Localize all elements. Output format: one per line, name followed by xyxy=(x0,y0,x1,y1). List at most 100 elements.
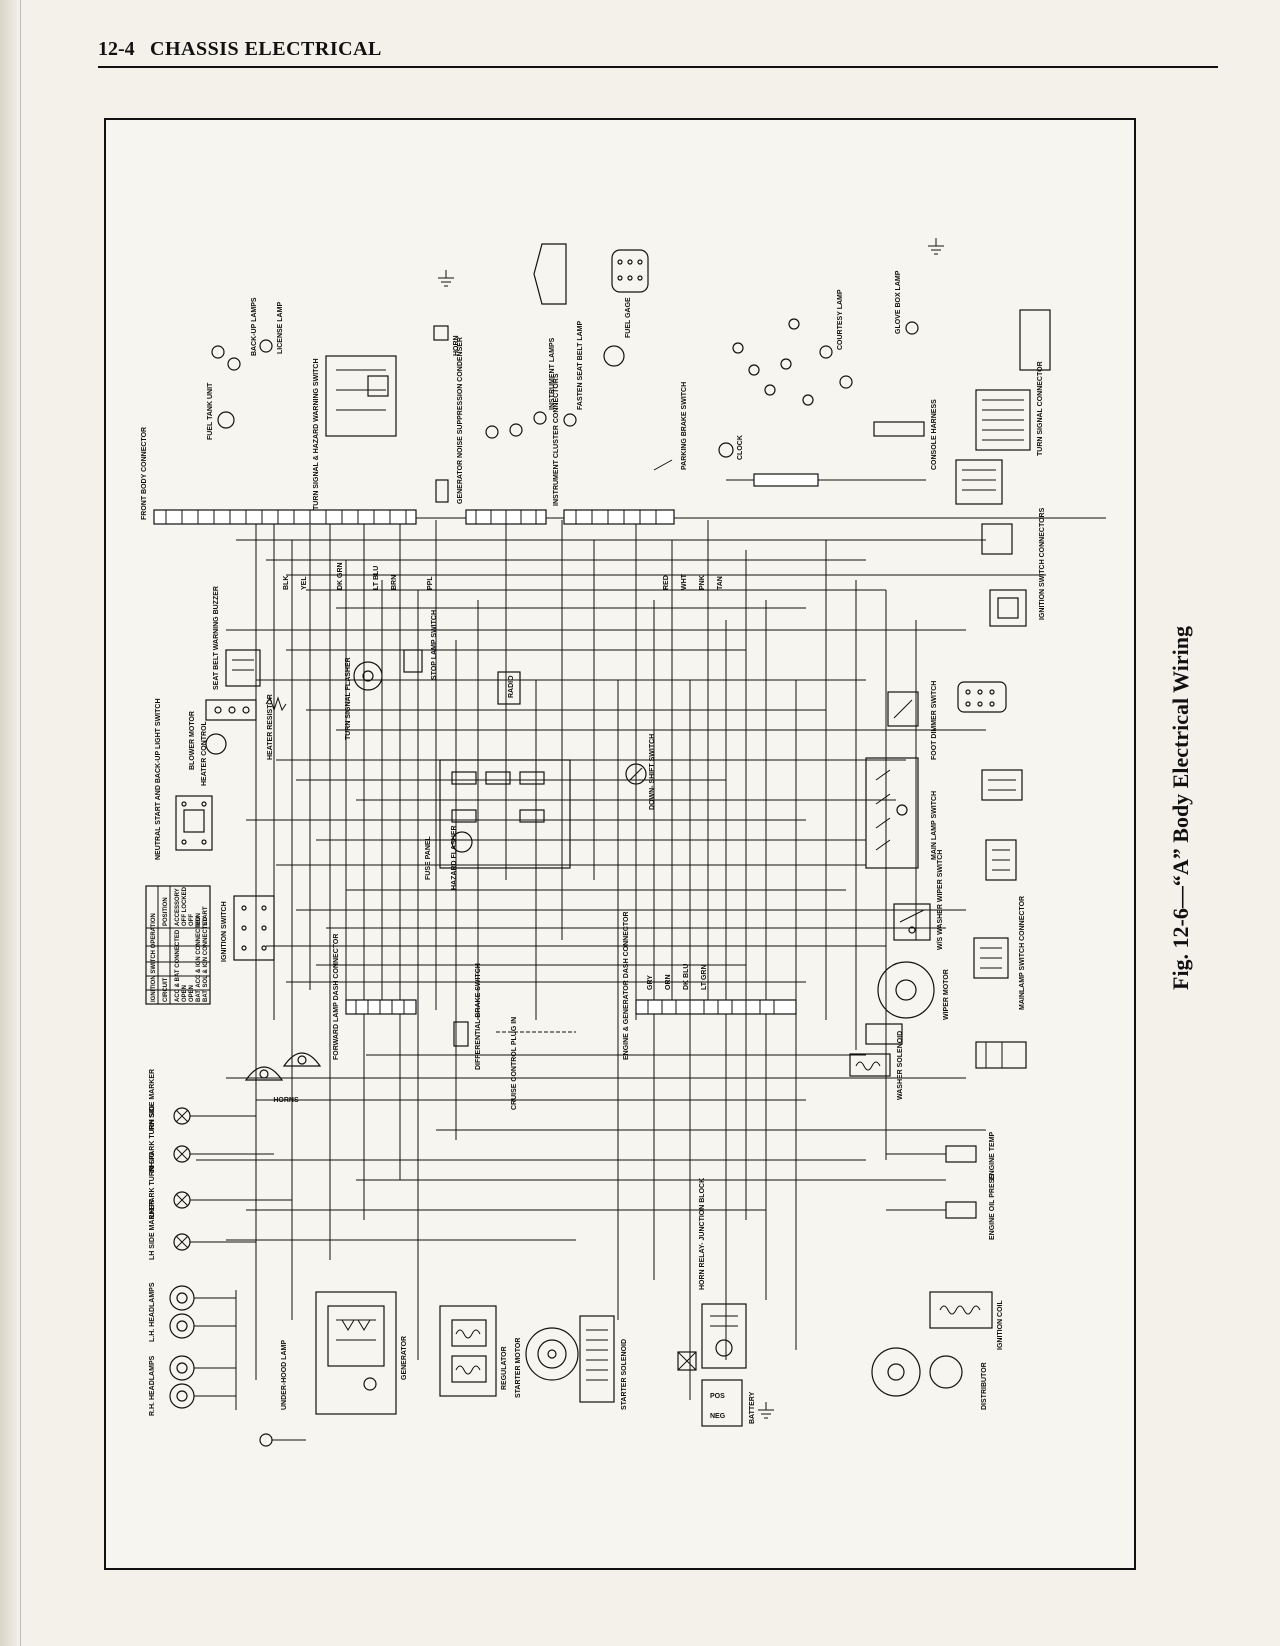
svg-text:HORN: HORN xyxy=(453,335,460,356)
instrument-lamps: INSTRUMENT LAMPS xyxy=(485,337,556,439)
svg-text:BAT, SOL & IGN CONNECTED: BAT, SOL & IGN CONNECTED xyxy=(203,917,209,1002)
lh-side-marker: LH SIDE MARKER xyxy=(149,1200,191,1260)
svg-text:WHT: WHT xyxy=(681,573,688,590)
turn-signal-connector: TURN SIGNAL CONNECTOR xyxy=(975,361,1044,456)
fusible-link-junction xyxy=(677,1351,697,1371)
svg-text:START: START xyxy=(203,906,209,926)
page-header: 12-4 CHASSIS ELECTRICAL xyxy=(98,36,1218,68)
trans-switch-block xyxy=(975,1041,1027,1069)
horns: HORNS xyxy=(244,1052,322,1104)
svg-text:TURN SIGNAL CONNECTOR: TURN SIGNAL CONNECTOR xyxy=(1037,361,1044,456)
main-lamp-switch: MAIN LAMP SWITCH xyxy=(865,757,938,869)
svg-text:DK GRN: DK GRN xyxy=(337,562,344,590)
front-body-connector-label: FRONT BODY CONNECTOR xyxy=(141,427,148,520)
neutral-start-switch: NEUTRAL START AND BACK-UP LIGHT SWITCH xyxy=(155,698,213,860)
svg-text:INSTRUMENT LAMPS: INSTRUMENT LAMPS xyxy=(549,337,556,410)
svg-text:BATTERY: BATTERY xyxy=(749,1391,756,1424)
downshift-switch: DOWN- SHIFT SWITCH xyxy=(625,734,656,810)
svg-text:NEG: NEG xyxy=(710,1413,726,1420)
svg-text:R.H. HEADLAMPS: R.H. HEADLAMPS xyxy=(149,1355,156,1416)
svg-text:UNDER-HOOD LAMP: UNDER-HOOD LAMP xyxy=(281,1340,288,1410)
svg-text:TURN SIGNAL & HAZARD WARNING S: TURN SIGNAL & HAZARD WARNING SWITCH xyxy=(313,358,320,510)
svg-text:ACCESSORY: ACCESSORY xyxy=(175,888,181,926)
svg-text:DOWN- SHIFT SWITCH: DOWN- SHIFT SWITCH xyxy=(649,734,656,810)
glove-box-lamp: GLOVE BOX LAMP xyxy=(895,270,919,335)
svg-text:DISTRIBUTOR: DISTRIBUTOR xyxy=(981,1362,988,1410)
svg-text:MAINLAMP SWITCH CONNECTOR: MAINLAMP SWITCH CONNECTOR xyxy=(1019,896,1026,1010)
wiring-diagram: FRONT BODY CONNECTOR INSTRUMENT CLUSTER … xyxy=(104,118,1136,1570)
svg-text:HORNS: HORNS xyxy=(273,1097,299,1104)
svg-text:RH SIDE MARKER: RH SIDE MARKER xyxy=(149,1069,156,1130)
fuel-gage: FUEL GAGE xyxy=(603,297,632,367)
svg-text:LH PARK TURN SIG: LH PARK TURN SIG xyxy=(149,1151,156,1218)
svg-text:IGNITION SWITCH OPERATION: IGNITION SWITCH OPERATION xyxy=(151,913,157,1002)
engine-generator-dash-label: ENGINE & GENERATOR DASH CONNECTOR xyxy=(623,911,630,1060)
svg-text:OPEN: OPEN xyxy=(189,985,195,1002)
svg-text:OFF LOCKED: OFF LOCKED xyxy=(182,886,188,926)
svg-text:HEATER CONTROL: HEATER CONTROL xyxy=(201,720,208,786)
forward-lamp-dash-connector-detail xyxy=(981,769,1023,801)
svg-text:PNK: PNK xyxy=(699,575,706,590)
svg-text:RH PARK TURN SIG: RH PARK TURN SIG xyxy=(149,1105,156,1172)
courtesy-lamp: COURTESY LAMP xyxy=(819,289,853,389)
blower-motor: BLOWER MOTOR xyxy=(189,711,227,770)
svg-text:RUN: RUN xyxy=(196,913,202,926)
heater-control: HEATER CONTROL xyxy=(201,699,257,786)
ignition-switch-connector: IGNITION SWITCH CONNECTORS xyxy=(981,507,1046,627)
forward-lamp-dash-connector: FORWARD LAMP DASH CONNECTOR xyxy=(333,934,417,1060)
heater-resistor: HEATER RESISTOR xyxy=(265,694,287,760)
ignition-coil: IGNITION COIL xyxy=(929,1291,1004,1351)
turn-signal-flasher: TURN SIGNAL FLASHER xyxy=(345,657,383,740)
wiper-switch: W/S WASHER WIPER SWITCH xyxy=(893,850,944,950)
svg-text:DK BLU: DK BLU xyxy=(683,964,690,990)
binding-edge xyxy=(0,0,21,1646)
svg-text:WIPER MOTOR: WIPER MOTOR xyxy=(943,969,950,1020)
svg-text:HAZARD FLASHER: HAZARD FLASHER xyxy=(451,825,458,890)
svg-text:LH SIDE MARKER: LH SIDE MARKER xyxy=(149,1200,156,1260)
svg-text:MAIN LAMP SWITCH: MAIN LAMP SWITCH xyxy=(931,791,938,860)
front-body-connector: FRONT BODY CONNECTOR xyxy=(141,427,417,525)
svg-text:FASTEN SEAT BELT LAMP: FASTEN SEAT BELT LAMP xyxy=(577,320,584,410)
svg-text:HORN RELAY- JUNCTION BLOCK: HORN RELAY- JUNCTION BLOCK xyxy=(699,1178,706,1290)
underhood-lamp: UNDER-HOOD LAMP xyxy=(259,1340,306,1447)
svg-text:PPL: PPL xyxy=(427,576,434,590)
svg-text:IGNITION COIL: IGNITION COIL xyxy=(997,1300,1004,1351)
clock: CLOCK xyxy=(718,435,744,460)
svg-text:L.H. HEADLAMPS: L.H. HEADLAMPS xyxy=(149,1282,156,1342)
generator: GENERATOR xyxy=(315,1291,408,1415)
parking-brake-switch: PARKING BRAKE SWITCH xyxy=(653,382,688,471)
starter-motor: STARTER MOTOR xyxy=(515,1327,579,1398)
mainlamp-switch-connector: MAINLAMP SWITCH CONNECTOR xyxy=(973,896,1026,1010)
svg-text:COURTESY LAMP: COURTESY LAMP xyxy=(837,289,844,350)
regulator: REGULATOR xyxy=(439,1305,508,1397)
front-body-connector-detail xyxy=(955,459,1003,505)
svg-text:POSITION: POSITION xyxy=(163,897,169,926)
console-harness: CONSOLE HARNESS xyxy=(873,399,938,470)
svg-text:TAN: TAN xyxy=(717,576,724,590)
fuse-panel: FUSE PANEL xyxy=(425,759,571,880)
washer-solenoid: WASHER SOLENOID xyxy=(849,1031,904,1100)
ignition-switch-table: IGNITION SWITCH OPERATION POSITION CIRCU… xyxy=(145,885,211,1005)
svg-text:W/S WASHER WIPER SWITCH: W/S WASHER WIPER SWITCH xyxy=(937,850,944,950)
svg-text:HEATER RESISTOR: HEATER RESISTOR xyxy=(267,694,274,760)
oil-press-switch: ENGINE OIL PRESS xyxy=(886,1174,996,1240)
wire-mesh-vertical xyxy=(255,510,917,1400)
radio: RADIO xyxy=(497,671,521,705)
foot-dimmer-switch: FOOT DIMMER SWITCH xyxy=(887,681,938,760)
forward-lamp-dash-label: FORWARD LAMP DASH CONNECTOR xyxy=(333,934,340,1060)
svg-text:YEL: YEL xyxy=(301,576,308,590)
horn-relay-junction-block: HORN RELAY- JUNCTION BLOCK xyxy=(699,1178,747,1369)
svg-text:POS: POS xyxy=(710,1393,725,1400)
backup-lamps: BACK-UP LAMPS xyxy=(211,297,258,371)
svg-text:OPEN: OPEN xyxy=(182,985,188,1002)
svg-text:GLOVE BOX LAMP: GLOVE BOX LAMP xyxy=(895,270,902,334)
fasten-seat-belt-lamp: FASTEN SEAT BELT LAMP xyxy=(563,320,584,427)
fasten-seat-belt-housing xyxy=(533,243,567,305)
engine-temp-switch: ENGINE TEMP xyxy=(886,1131,996,1180)
svg-text:STARTER SOLENOID: STARTER SOLENOID xyxy=(621,1339,628,1410)
battery: POS NEG BATTERY xyxy=(701,1379,756,1427)
stop-lamp-switch: STOP LAMP SWITCH xyxy=(403,610,438,680)
svg-text:RED: RED xyxy=(663,575,670,590)
svg-text:CRUISE CONTROL PLUG IN: CRUISE CONTROL PLUG IN xyxy=(511,1017,518,1110)
notes-box xyxy=(1019,309,1051,371)
